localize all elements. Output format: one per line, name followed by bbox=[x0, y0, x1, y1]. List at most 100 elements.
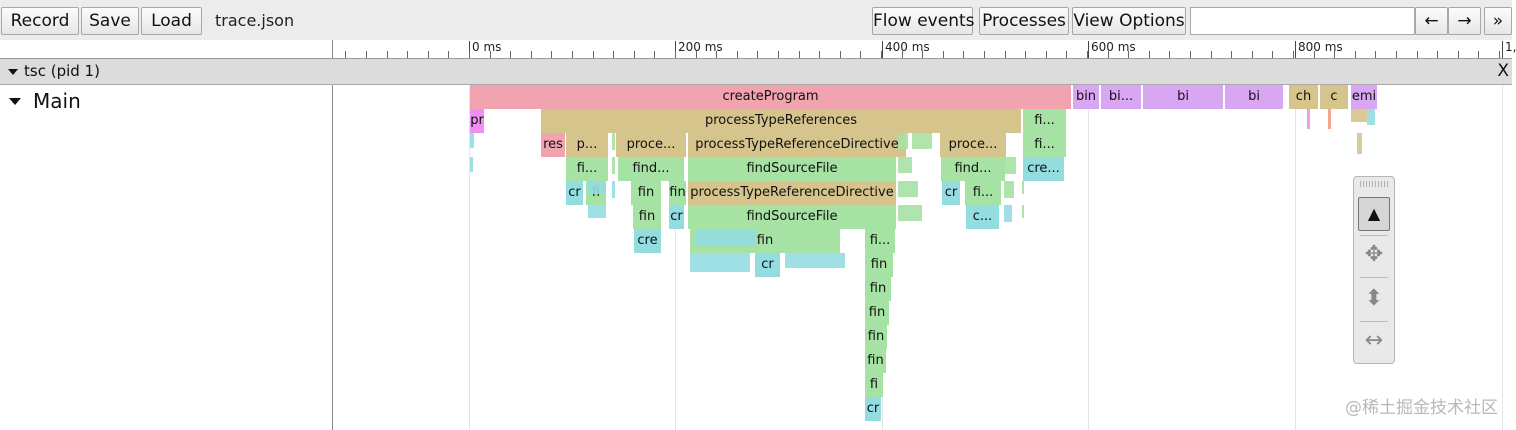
trace-slice[interactable]: fi... bbox=[965, 181, 1001, 205]
trace-slice[interactable]: cre bbox=[634, 229, 661, 253]
pan-tool-icon[interactable]: ✥ bbox=[1364, 242, 1384, 267]
close-process-button[interactable]: X bbox=[1497, 61, 1509, 81]
process-header[interactable]: tsc (pid 1) X bbox=[0, 59, 1512, 85]
trace-slice[interactable]: fi... bbox=[1023, 109, 1066, 133]
thread-collapse-triangle-icon[interactable] bbox=[9, 98, 21, 105]
trace-slice-fragment[interactable] bbox=[1367, 109, 1375, 125]
trace-slice-fragment[interactable] bbox=[898, 205, 922, 221]
toolbox-separator bbox=[1360, 321, 1388, 322]
trace-slice-fragment[interactable] bbox=[696, 229, 756, 246]
trace-slice[interactable]: fin bbox=[633, 205, 661, 229]
find-prev-button[interactable]: ← bbox=[1415, 7, 1448, 35]
trace-slice-fragment[interactable] bbox=[898, 157, 912, 173]
trace-slice-fragment[interactable] bbox=[690, 253, 750, 272]
trace-slice[interactable]: fin bbox=[865, 349, 886, 373]
trace-slice-fragment[interactable] bbox=[612, 157, 615, 174]
trace-slice[interactable]: proce... bbox=[616, 133, 686, 157]
flow-events-button[interactable]: Flow events bbox=[872, 7, 975, 35]
trace-slice-fragment[interactable] bbox=[898, 181, 918, 197]
trace-slice[interactable]: fi... bbox=[1023, 133, 1066, 157]
trace-slice-fragment[interactable] bbox=[1351, 109, 1367, 122]
trace-slice[interactable]: fi bbox=[865, 373, 883, 397]
record-button[interactable]: Record bbox=[1, 7, 79, 35]
trace-slice-fragment[interactable] bbox=[1022, 181, 1024, 194]
trace-slice[interactable]: bi bbox=[1225, 85, 1283, 109]
trace-slice-fragment[interactable] bbox=[784, 229, 824, 242]
trace-slice-fragment[interactable] bbox=[1328, 109, 1331, 129]
trace-slice-fragment[interactable] bbox=[612, 133, 615, 150]
trace-slice-fragment[interactable] bbox=[612, 181, 615, 198]
trace-slice[interactable]: find... bbox=[618, 157, 684, 181]
mouse-mode-toolbox[interactable]: ▲ ✥ ⬍ ↔ bbox=[1353, 176, 1395, 364]
trace-slice[interactable]: processTypeReferences bbox=[541, 109, 1021, 133]
toolbar: Record Save Load trace.json Flow events … bbox=[0, 0, 1512, 40]
trace-slice-fragment[interactable] bbox=[588, 181, 606, 194]
trace-slice[interactable]: findSourceFile bbox=[688, 205, 896, 229]
trace-slice-fragment[interactable] bbox=[912, 133, 932, 149]
more-button[interactable]: » bbox=[1484, 7, 1512, 35]
trace-slice[interactable]: cr bbox=[566, 181, 583, 205]
ruler-minor-tick bbox=[1417, 51, 1418, 58]
trace-slice[interactable]: cr bbox=[755, 253, 780, 277]
ruler-minor-tick bbox=[696, 51, 697, 58]
trace-slice[interactable]: createProgram bbox=[470, 85, 1071, 109]
trace-slice-fragment[interactable] bbox=[1004, 181, 1014, 198]
trace-slice[interactable]: res bbox=[541, 133, 565, 157]
trace-slice[interactable]: fin bbox=[865, 301, 889, 325]
trace-slice[interactable]: p... bbox=[566, 133, 608, 157]
processes-button[interactable]: Processes bbox=[979, 7, 1069, 35]
ruler-minor-tick bbox=[819, 51, 820, 58]
trace-slice[interactable]: fin bbox=[865, 277, 891, 301]
trace-slice[interactable]: fi... bbox=[865, 229, 895, 253]
trace-slice[interactable]: find... bbox=[941, 157, 1005, 181]
trace-slice[interactable]: bi bbox=[1143, 85, 1223, 109]
trace-slice-fragment[interactable] bbox=[588, 205, 606, 218]
trace-slice[interactable]: c... bbox=[966, 205, 999, 229]
trace-slice[interactable]: fin bbox=[631, 181, 661, 205]
trace-slice[interactable]: ch bbox=[1289, 85, 1318, 109]
trace-slice[interactable]: emi bbox=[1351, 85, 1377, 109]
trace-slice[interactable]: cr bbox=[942, 181, 960, 205]
trace-slice[interactable]: pr bbox=[470, 109, 484, 133]
trace-slice[interactable]: bi... bbox=[1101, 85, 1141, 109]
trace-slice[interactable]: cr bbox=[669, 205, 684, 229]
trace-slice-fragment[interactable] bbox=[470, 133, 474, 148]
ruler-minor-tick bbox=[716, 51, 717, 58]
trace-slice-fragment[interactable] bbox=[1022, 205, 1024, 218]
find-next-button[interactable]: → bbox=[1448, 7, 1481, 35]
trace-slice[interactable]: proce... bbox=[940, 133, 1006, 157]
zoom-tool-icon[interactable]: ⬍ bbox=[1364, 286, 1384, 311]
view-options-button[interactable]: View Options bbox=[1072, 7, 1186, 35]
trace-slice-fragment[interactable] bbox=[785, 253, 845, 268]
trace-slice[interactable]: bin bbox=[1073, 85, 1099, 109]
trace-slice-fragment[interactable] bbox=[1357, 133, 1362, 154]
timing-tool-icon[interactable]: ↔ bbox=[1364, 328, 1384, 353]
trace-slice[interactable]: c bbox=[1320, 85, 1348, 109]
trace-slice[interactable]: processTypeReferenceDirective bbox=[688, 181, 896, 205]
trace-slice-fragment[interactable] bbox=[898, 133, 908, 149]
trace-slice-fragment[interactable] bbox=[1004, 157, 1016, 174]
trace-slice[interactable]: cr bbox=[865, 397, 881, 421]
trace-slice[interactable]: fin bbox=[865, 253, 893, 277]
ruler-minor-tick bbox=[860, 51, 861, 58]
save-button[interactable]: Save bbox=[81, 7, 139, 35]
trace-slice[interactable]: findSourceFile bbox=[688, 157, 896, 181]
selection-tool-icon[interactable]: ▲ bbox=[1358, 197, 1390, 231]
trace-slice[interactable]: fi... bbox=[566, 157, 608, 181]
search-input[interactable] bbox=[1190, 7, 1415, 35]
trace-slice-fragment[interactable] bbox=[1307, 109, 1310, 129]
trace-slice[interactable]: fin bbox=[669, 181, 686, 205]
collapse-triangle-icon[interactable] bbox=[8, 69, 18, 75]
trace-slice[interactable]: fin bbox=[865, 325, 887, 349]
watermark: @稀土掘金技术社区 bbox=[1345, 398, 1498, 418]
load-button[interactable]: Load bbox=[141, 7, 202, 35]
trace-slice-fragment[interactable] bbox=[470, 157, 473, 172]
trace-slice[interactable]: cre... bbox=[1023, 157, 1064, 181]
ruler-tick-label: 600 ms bbox=[1091, 40, 1136, 54]
toolbox-drag-grip[interactable] bbox=[1360, 181, 1388, 187]
ruler-major-tick bbox=[1088, 41, 1089, 58]
trace-slice-fragment[interactable] bbox=[1004, 205, 1012, 222]
trace-slice[interactable]: processTypeReferenceDirective bbox=[688, 133, 906, 157]
